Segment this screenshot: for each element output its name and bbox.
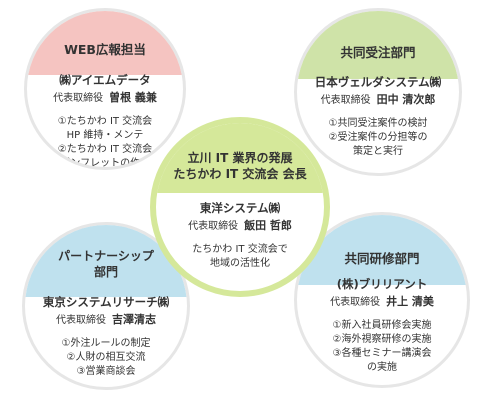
joint-order-company: 日本ヴェルダシステム㈱ xyxy=(314,75,442,89)
list-item: ③各種セミナー講演会 xyxy=(332,348,432,360)
web-pr-header: WEB広報担当 xyxy=(27,11,183,75)
partnership-header: パートナーシップ 部門 xyxy=(25,225,187,297)
center-content: 東洋システム㈱ 代表取締役飯田 哲郎 たちかわ IT 交流会で 地域の活性化 xyxy=(156,201,324,271)
partnership-title-line1: パートナーシップ xyxy=(58,249,154,264)
center-tagline-line1: たちかわ IT 交流会で xyxy=(192,244,288,256)
list-item: パンフレットの作成 xyxy=(59,158,151,170)
joint-order-person: 代表取締役田中 清次郎 xyxy=(297,93,459,108)
list-item: ③営業商談会 xyxy=(76,366,136,378)
partnership-content: 東京システムリサーチ㈱ 代表取締役吉澤清志 ①外注ルールの制定 ②人財の相互交流… xyxy=(25,295,187,379)
center-title-line1: 立川 IT 業界の発展 xyxy=(187,150,293,165)
joint-order-name: 田中 清次郎 xyxy=(376,92,436,106)
joint-training-title: 共同研修部門 xyxy=(344,250,420,266)
center-name: 飯田 哲郎 xyxy=(244,218,292,232)
list-item: ②たちかわ IT 交流会 xyxy=(57,144,153,156)
web-pr-content: ㈱アイエムデータ 代表取締役曽根 義兼 ①たちかわ IT 交流会 HP 維持・メ… xyxy=(27,73,183,170)
web-pr-name: 曽根 義兼 xyxy=(109,90,157,104)
center-company: 東洋システム㈱ xyxy=(199,201,281,215)
partnership-role: 代表取締役 xyxy=(56,314,106,326)
joint-order-content: 日本ヴェルダシステム㈱ 代表取締役田中 清次郎 ①共同受注案件の検討 ②受注案件… xyxy=(297,75,459,159)
list-item: ①たちかわ IT 交流会 xyxy=(57,116,153,128)
center-person: 代表取締役飯田 哲郎 xyxy=(156,219,324,234)
web-pr-title: WEB広報担当 xyxy=(64,41,146,57)
center-tagline-line2: 地域の活性化 xyxy=(210,258,270,270)
chairman-center-circle: 立川 IT 業界の発展 たちかわ IT 交流会 会長 東洋システム㈱ 代表取締役… xyxy=(150,117,330,297)
list-item: ①共同受注案件の検討 xyxy=(328,118,428,130)
joint-training-content: (株)ブリリアント 代表取締役井上 清美 ①新入社員研修会実施 ②海外視察研修の… xyxy=(297,277,467,375)
partnership-circle: パートナーシップ 部門 東京システムリサーチ㈱ 代表取締役吉澤清志 ①外注ルール… xyxy=(22,222,190,390)
joint-order-title: 共同受注部門 xyxy=(340,44,416,60)
partnership-company: 東京システムリサーチ㈱ xyxy=(42,295,170,309)
list-item: ①外注ルールの制定 xyxy=(61,338,151,350)
center-tagline: たちかわ IT 交流会で 地域の活性化 xyxy=(156,243,324,271)
list-item: ①新入社員研修会実施 xyxy=(332,320,432,332)
list-item: ②海外視察研修の実施 xyxy=(332,334,432,346)
partnership-person: 代表取締役吉澤清志 xyxy=(25,313,187,328)
center-title-line2: たちかわ IT 交流会 会長 xyxy=(173,167,307,181)
joint-order-header: 共同受注部門 xyxy=(297,11,459,79)
joint-training-name: 井上 清美 xyxy=(386,294,434,308)
list-item: 策定と実行 xyxy=(353,146,403,158)
partnership-name: 吉澤清志 xyxy=(112,312,156,326)
web-pr-circle: WEB広報担当 ㈱アイエムデータ 代表取締役曽根 義兼 ①たちかわ IT 交流会… xyxy=(24,8,186,170)
web-pr-company: ㈱アイエムデータ xyxy=(59,73,151,87)
web-pr-person: 代表取締役曽根 義兼 xyxy=(27,91,183,106)
partnership-title-line2: 部門 xyxy=(93,265,118,279)
center-role: 代表取締役 xyxy=(188,220,239,232)
list-item: ②人財の相互交流 xyxy=(66,352,146,364)
partnership-items: ①外注ルールの制定 ②人財の相互交流 ③営業商談会 xyxy=(25,337,187,379)
joint-order-items: ①共同受注案件の検討 ②受注案件の分担等の 策定と実行 xyxy=(297,117,459,159)
joint-training-person: 代表取締役井上 清美 xyxy=(297,295,467,310)
list-item: ②受注案件の分担等の xyxy=(328,132,428,144)
joint-training-company: (株)ブリリアント xyxy=(336,277,428,291)
web-pr-items: ①たちかわ IT 交流会 HP 維持・メンテ ②たちかわ IT 交流会 パンフレ… xyxy=(27,115,183,170)
joint-training-items: ①新入社員研修会実施 ②海外視察研修の実施 ③各種セミナー講演会 の実施 xyxy=(297,319,467,375)
web-pr-role: 代表取締役 xyxy=(53,92,104,104)
joint-order-role: 代表取締役 xyxy=(320,94,371,106)
list-item: HP 維持・メンテ xyxy=(66,130,144,142)
joint-training-role: 代表取締役 xyxy=(330,296,381,308)
list-item: の実施 xyxy=(367,362,397,374)
center-header: 立川 IT 業界の発展 たちかわ IT 交流会 会長 xyxy=(156,123,324,193)
